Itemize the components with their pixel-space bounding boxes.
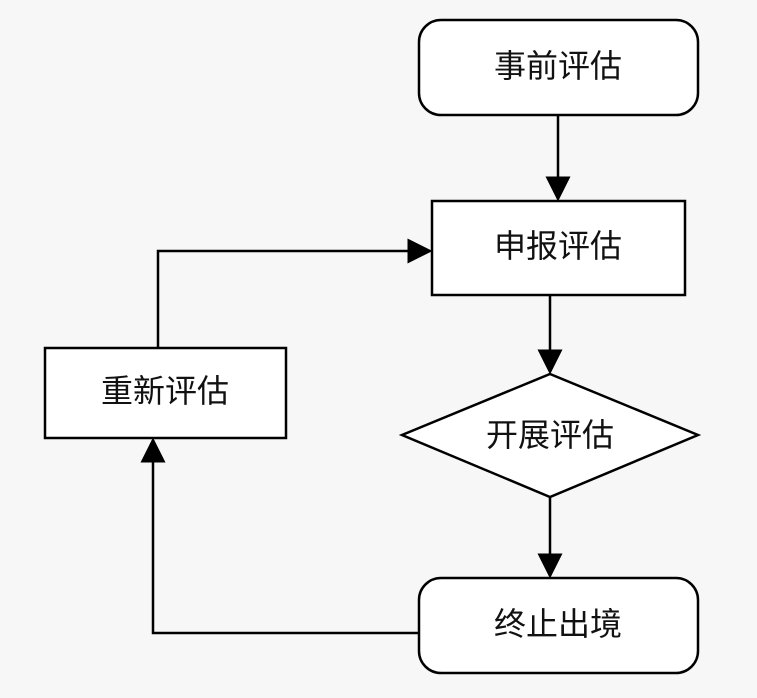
node-conduct-assessment-label: 开展评估	[486, 416, 614, 454]
edge-terminate-to-reassessment	[140, 437, 419, 635]
node-reassessment: 重新评估	[43, 346, 288, 440]
node-declare-assessment: 申报评估	[430, 199, 687, 297]
node-reassessment-label: 重新评估	[101, 372, 229, 410]
node-pre-assessment: 事前评估	[417, 18, 700, 117]
node-pre-assessment-label: 事前评估	[494, 47, 622, 85]
node-terminate-exit-label: 终止出境	[494, 605, 622, 643]
node-declare-assessment-label: 申报评估	[494, 227, 622, 265]
node-terminate-exit: 终止出境	[417, 576, 700, 675]
node-conduct-assessment: 开展评估	[398, 372, 702, 499]
edge-reassessment-to-declare	[156, 238, 433, 348]
